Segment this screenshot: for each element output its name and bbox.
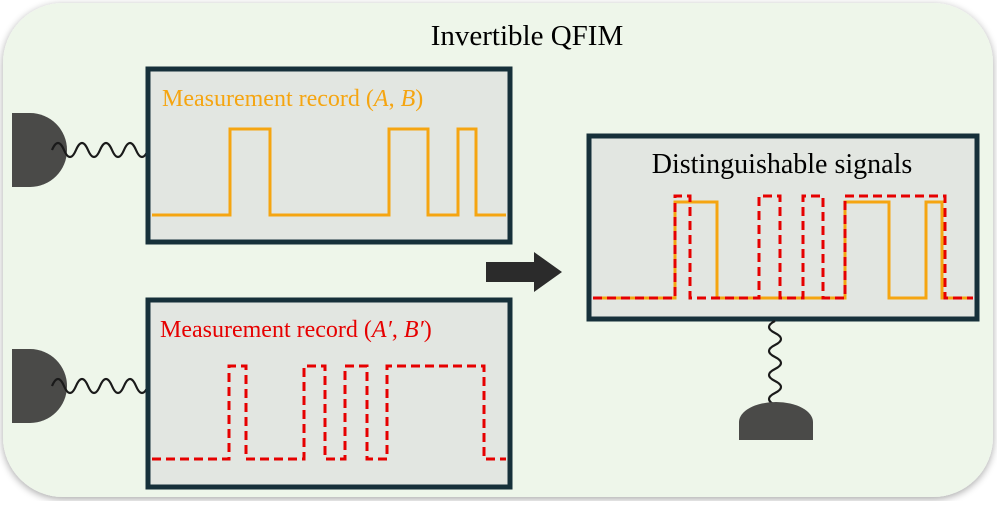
signal-trace-ab-prime bbox=[152, 364, 506, 461]
label-suffix: ) bbox=[415, 86, 423, 112]
label-prefix: Measurement record ( bbox=[160, 317, 372, 343]
measurement-box-ab bbox=[145, 66, 513, 245]
measurement-label-ab: Measurement record (A, B) bbox=[162, 86, 423, 112]
wavy-wire-icon bbox=[767, 320, 783, 406]
label-var-b-prime: B′ bbox=[404, 317, 425, 343]
label-var-a: A bbox=[372, 86, 389, 112]
detector-icon bbox=[12, 113, 67, 187]
wavy-wire-icon bbox=[50, 141, 150, 159]
diagram-title: Invertible QFIM bbox=[431, 20, 624, 52]
label-sep: , bbox=[392, 317, 404, 343]
detector-icon bbox=[739, 402, 813, 440]
wavy-wire-icon bbox=[50, 377, 150, 395]
label-var-a-prime: A′ bbox=[370, 317, 393, 343]
signal-trace-ab-combined bbox=[593, 200, 973, 300]
arrow-right-icon bbox=[486, 252, 562, 292]
label-var-b: B bbox=[401, 86, 416, 112]
measurement-box-ab-prime bbox=[145, 297, 513, 490]
signal-trace-ab-prime-combined bbox=[593, 194, 973, 300]
distinguishable-signals-title: Distinguishable signals bbox=[652, 149, 913, 180]
measurement-label-ab-prime: Measurement record (A′, B′) bbox=[160, 317, 432, 343]
distinguishable-signals-box bbox=[586, 133, 980, 322]
detector-icon bbox=[12, 349, 67, 423]
label-prefix: Measurement record ( bbox=[162, 86, 374, 112]
label-sep: , bbox=[389, 86, 401, 112]
signal-trace-ab bbox=[152, 127, 506, 217]
label-suffix: ) bbox=[424, 317, 432, 343]
